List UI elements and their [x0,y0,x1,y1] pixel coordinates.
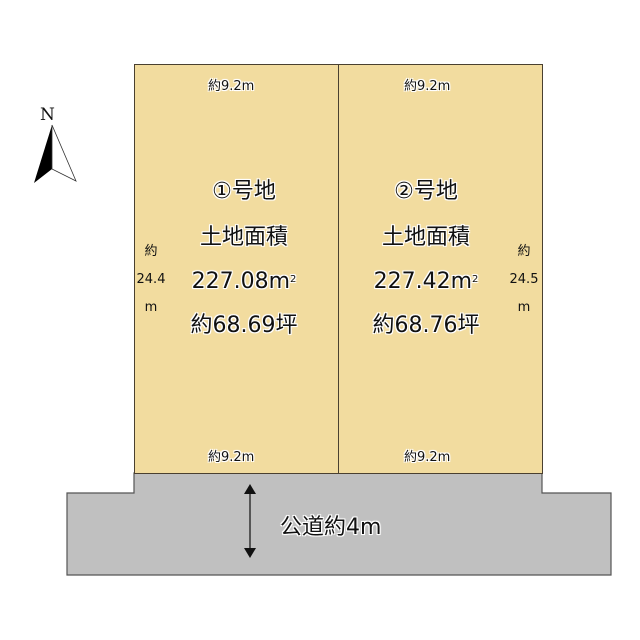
lot-1-area-sqm: 227.08m2 [191,269,297,294]
lot-1-depth: 約 24.4 m [136,238,166,322]
double-arrow-vertical-icon [244,484,256,558]
lot-1-area-label: 土地面積 [199,225,288,250]
lot-1-depth-prefix: 約 [144,244,158,259]
lot-2-depth-unit: m [517,300,531,315]
lot-1-depth-unit: m [144,300,158,315]
lot-1-bottom-width: 約9.2m [208,450,255,465]
north-arrow-icon [34,124,77,183]
lot-1-parcel [134,64,339,474]
lot-2-top-width: 約9.2m [404,79,451,94]
lot-2-title: ②号地 [394,179,458,204]
lot-1-top-width: 約9.2m [208,79,255,94]
lot-2-depth: 約 24.5 m [508,238,540,322]
lot-2-area-label: 土地面積 [381,225,470,250]
lot-2-area-sqm: 227.42m2 [373,269,479,294]
lot-1-depth-value: 24.4 [136,272,166,287]
lot-2-depth-prefix: 約 [517,244,531,259]
lot-1-area-tsubo: 約68.69坪 [190,313,298,338]
lot-2-depth-value: 24.5 [509,272,539,287]
road-label: 公道約4m [280,515,382,540]
lot-2-info: ②号地 土地面積 227.42m2 約68.76坪 [348,173,504,345]
compass: N [30,105,80,185]
compass-n-label: N [40,105,55,125]
lot-2-bottom-width: 約9.2m [404,450,451,465]
lot-1-title: ①号地 [212,179,276,204]
lot-1-info: ①号地 土地面積 227.08m2 約68.69坪 [166,173,322,345]
lot-2-area-tsubo: 約68.76坪 [372,313,480,338]
lot-2-parcel [338,64,543,474]
